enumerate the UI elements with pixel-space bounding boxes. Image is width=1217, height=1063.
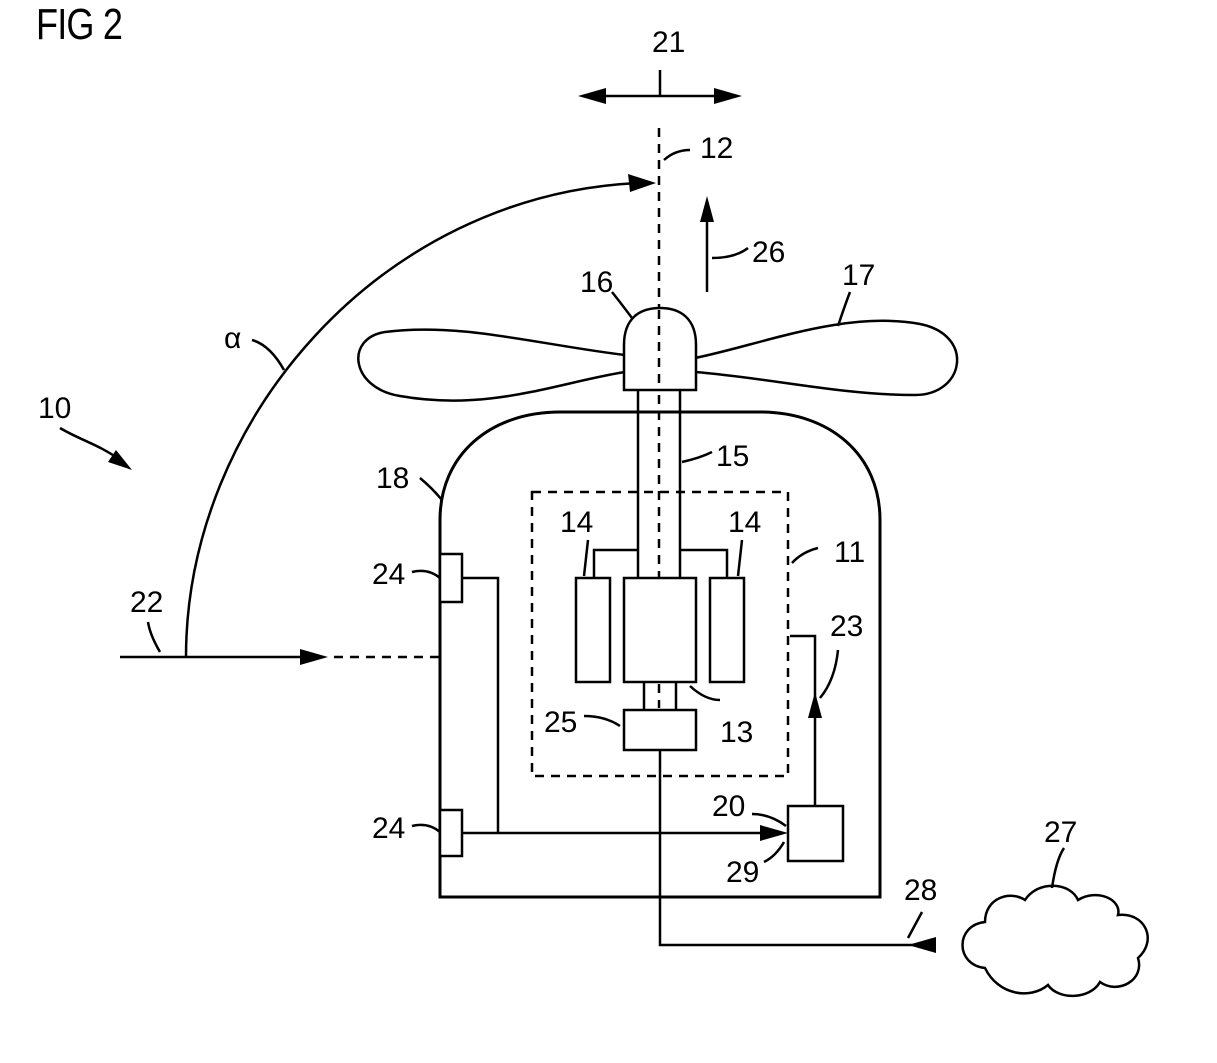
leader-14-left [584,540,588,576]
figure-title: FIG 2 [36,0,122,50]
label-10: 10 [38,392,71,425]
angle-arc [186,183,638,657]
leader-12 [664,150,690,160]
leader-29 [764,842,784,862]
system-pointer-line [60,428,120,460]
label-11: 11 [834,536,865,569]
controller [788,806,843,861]
leader-18 [420,478,442,500]
leader-15 [682,452,712,462]
label-23: 23 [830,610,863,643]
bearing [624,710,696,750]
leader-27 [1052,848,1064,888]
leader-16 [612,292,632,318]
label-26: 26 [752,236,785,269]
leader-26 [712,248,748,258]
leader-13 [690,686,720,700]
leader-alpha [252,340,284,370]
yaw-double-arrow [578,70,742,104]
thrust-arrowhead [700,196,714,222]
label-24-bottom: 24 [372,812,405,845]
leader-17 [838,292,850,326]
label-15: 15 [716,440,749,473]
leader-14-right [738,540,742,576]
cloud-arrowhead [908,937,936,953]
signal-line [790,636,815,806]
label-14-right: 14 [728,506,761,539]
label-13: 13 [720,716,753,749]
label-25: 25 [544,706,577,739]
magnet-right [710,578,744,682]
sensor-top [440,554,462,602]
label-24-top: 24 [372,558,405,591]
generator [624,578,696,682]
leader-11 [792,548,818,563]
leader-23 [820,650,838,698]
leader-28 [908,912,922,938]
label-27: 27 [1044,816,1077,849]
wind-arrowhead [300,649,328,665]
angle-arrowhead [628,174,656,192]
magnet-left-connector [594,550,638,578]
magnet-left [576,578,610,682]
leader-24-top [412,571,440,578]
blade-right [695,321,957,395]
blade-left [358,330,625,401]
sensor-bottom [440,810,462,856]
controller-input-arrowhead [760,825,788,841]
label-21: 21 [652,26,685,59]
label-12: 12 [700,132,733,165]
label-28: 28 [904,874,937,907]
label-16: 16 [580,266,613,299]
label-18: 18 [376,462,409,495]
label-20: 20 [712,790,745,823]
label-17: 17 [842,259,875,292]
label-29: 29 [726,856,759,889]
cloud [963,886,1148,996]
label-22: 22 [130,586,163,619]
label-14-left: 14 [560,506,593,539]
leader-20 [752,814,786,826]
leader-24-bottom [412,825,440,832]
leader-25 [584,716,620,726]
label-alpha: α [224,322,241,355]
sensor-top-wire [462,578,498,833]
signal-arrowhead [808,692,822,718]
magnet-right-connector [680,550,727,578]
leader-22 [148,622,160,652]
